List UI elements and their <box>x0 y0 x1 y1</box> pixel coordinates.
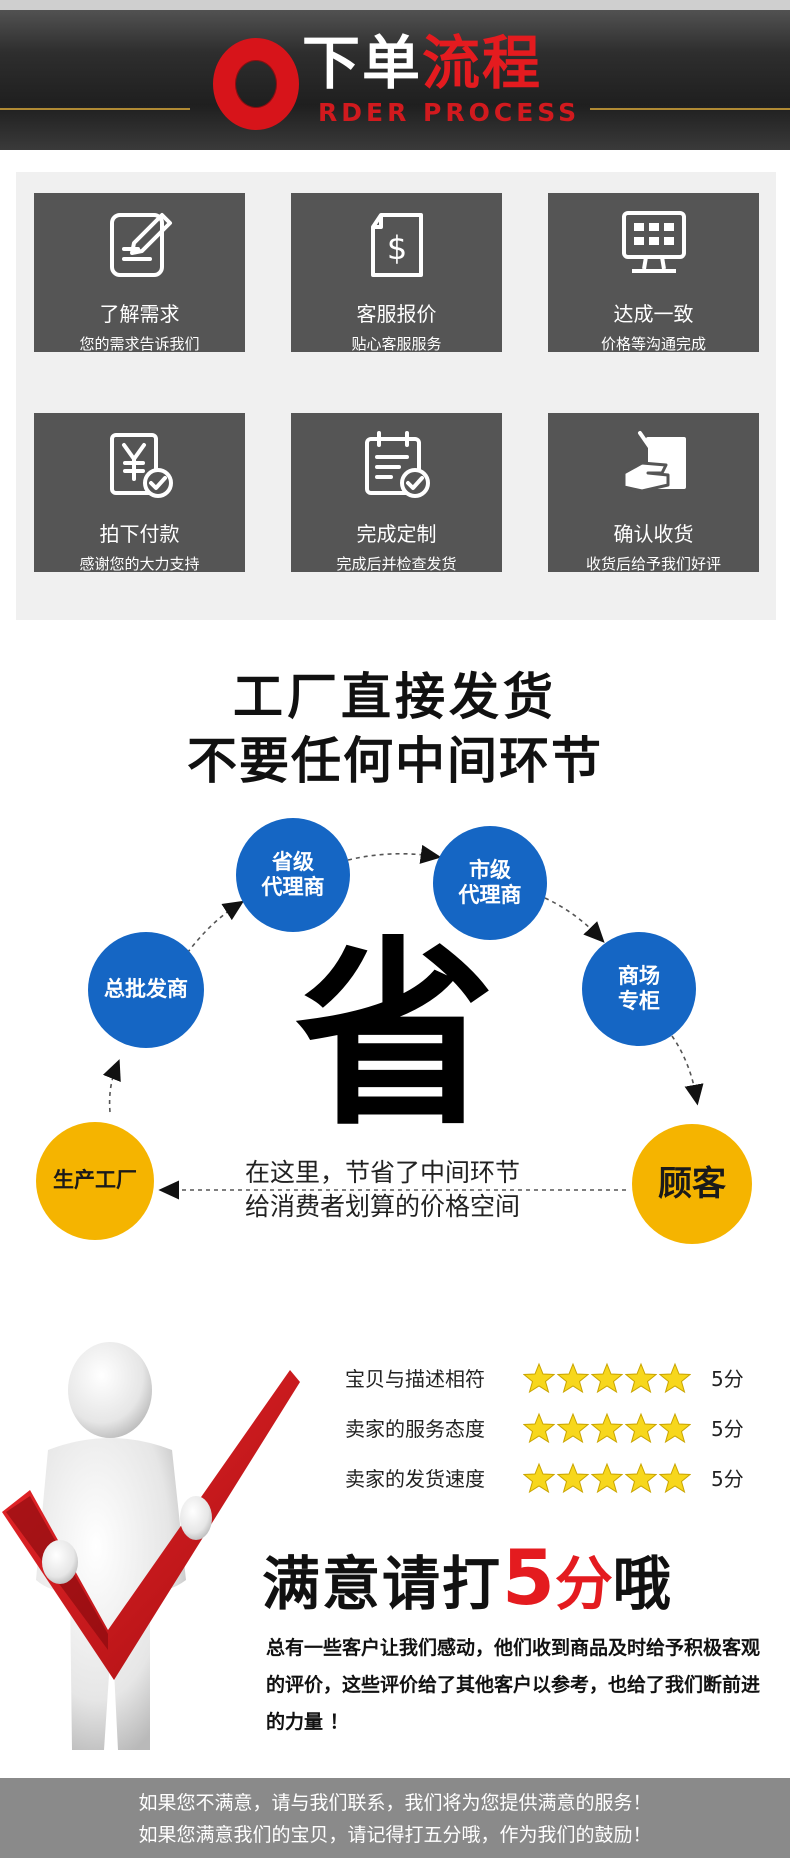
footer-line-1: 如果您不满意，请与我们联系，我们将为您提供满意的服务！ <box>138 1792 652 1814</box>
star-icon <box>523 1462 555 1494</box>
arrow-mall-to-customer <box>671 1035 704 1106</box>
star-icon <box>557 1412 589 1444</box>
thanks-paragraph: 总有一些客户让我们感动，他们收到商品及时给予积极客观的评价，这些评价给了其他客户… <box>266 1637 761 1733</box>
star-icon <box>625 1462 657 1494</box>
rating-stars <box>523 1412 695 1446</box>
big-o-logo <box>213 38 299 130</box>
footer-banner: 如果您不满意，请与我们联系，我们将为您提供满意的服务！ 如果您满意我们的宝贝，请… <box>0 1778 790 1858</box>
footer-line-2: 如果您满意我们的宝贝，请记得打五分哦，作为我们的鼓励！ <box>138 1824 652 1846</box>
yuan-check-icon <box>104 429 176 501</box>
step-title: 了解需求 <box>99 302 180 326</box>
star-icon <box>591 1362 623 1394</box>
cash-register-icon <box>618 209 690 281</box>
star-icon <box>659 1362 691 1394</box>
step-title: 完成定制 <box>356 522 437 546</box>
step-title: 客服报价 <box>356 302 437 326</box>
step-card-receive: 确认收货 收货后给予我们好评 <box>548 413 759 573</box>
satisfaction-slogan: 满意请打5分哦 <box>262 1536 782 1620</box>
node-provincial-line1: 省级 <box>272 849 314 874</box>
slogan-unit: 分 <box>554 1550 613 1618</box>
rating-score: 5分 <box>711 1467 744 1491</box>
node-factory-label: 生产工厂 <box>53 1168 137 1193</box>
node-wholesale: 总批发商 <box>88 932 204 1048</box>
node-city-line1: 市级 <box>469 857 511 882</box>
star-icon <box>557 1462 589 1494</box>
step-desc: 贴心客服服务 <box>351 335 442 353</box>
rating-row-service: 卖家的服务态度 5分 <box>345 1412 765 1448</box>
rating-label: 卖家的发货速度 <box>345 1467 485 1491</box>
step-card-payment: 拍下付款 感谢您的大力支持 <box>34 413 245 573</box>
step-desc: 感谢您的大力支持 <box>79 555 200 573</box>
save-note-line1: 在这里，节省了中间环节 <box>245 1158 521 1187</box>
step-card-customize: 完成定制 完成后并检查发货 <box>291 413 502 573</box>
star-icon <box>659 1462 691 1494</box>
factory-heading-1: 工厂直接发货 <box>233 668 557 726</box>
rating-stars <box>523 1362 695 1396</box>
star-icon <box>625 1362 657 1394</box>
banner-subtitle: RDER PROCESS <box>318 98 581 127</box>
arrow-provincial-to-city <box>347 844 442 864</box>
slogan-number: 5 <box>502 1533 555 1622</box>
step-desc: 价格等沟通完成 <box>600 335 706 353</box>
step-card-agreement: 达成一致 价格等沟通完成 <box>548 193 759 353</box>
star-icon <box>659 1412 691 1444</box>
node-mall-line1: 商场 <box>618 963 660 988</box>
banner-title-red: 流程 <box>422 29 543 97</box>
banner-rule-right <box>590 108 790 110</box>
star-icon <box>591 1462 623 1494</box>
save-character: 省 <box>294 920 495 1153</box>
star-icon <box>591 1412 623 1444</box>
rating-stars <box>523 1462 695 1496</box>
node-customer: 顾客 <box>632 1124 752 1244</box>
figure-with-checkmark <box>2 1342 300 1750</box>
edit-note-icon <box>104 209 176 281</box>
star-icon <box>523 1362 555 1394</box>
rating-label: 宝贝与描述相符 <box>345 1367 485 1391</box>
svg-text:$: $ <box>387 229 407 267</box>
arrow-factory-to-wholesale <box>102 1059 121 1113</box>
step-title: 达成一致 <box>613 302 694 326</box>
header-banner: 下单流程 RDER PROCESS <box>0 0 790 150</box>
node-mall-line2: 专柜 <box>618 989 660 1013</box>
node-provincial-agent: 省级 代理商 <box>236 818 350 932</box>
factory-heading-2: 不要任何中间环节 <box>187 732 603 790</box>
node-factory: 生产工厂 <box>36 1122 154 1240</box>
banner-title-white: 下单 <box>302 29 423 97</box>
rating-label: 卖家的服务态度 <box>345 1417 485 1441</box>
step-card-requirement: 了解需求 您的需求告诉我们 <box>34 193 245 353</box>
order-steps-panel: 了解需求 您的需求告诉我们 $ 客服报价 贴心客服服务 <box>16 172 776 620</box>
node-city-line2: 代理商 <box>458 883 522 907</box>
node-mall-counter: 商场 专柜 <box>582 932 696 1046</box>
star-icon <box>523 1412 555 1444</box>
step-title: 确认收货 <box>613 522 694 546</box>
calendar-check-icon <box>361 429 433 501</box>
rating-score: 5分 <box>711 1417 744 1441</box>
hand-box-icon <box>618 429 690 501</box>
step-desc: 您的需求告诉我们 <box>79 335 200 353</box>
dollar-document-icon: $ <box>361 209 433 281</box>
save-note-line2: 给消费者划算的价格空间 <box>245 1192 521 1221</box>
node-provincial-line2: 代理商 <box>261 875 325 899</box>
step-desc: 收货后给予我们好评 <box>585 555 721 573</box>
node-wholesale-label: 总批发商 <box>104 977 188 1002</box>
rating-row-description: 宝贝与描述相符 5分 <box>345 1362 765 1398</box>
step-card-quote: $ 客服报价 贴心客服服务 <box>291 193 502 353</box>
slogan-part-a: 满意请打 <box>262 1550 503 1618</box>
step-desc: 完成后并检查发货 <box>336 555 457 573</box>
step-title: 拍下付款 <box>99 522 180 546</box>
rating-row-shipping: 卖家的发货速度 5分 <box>345 1462 765 1498</box>
star-icon <box>625 1412 657 1444</box>
rating-score: 5分 <box>711 1367 744 1391</box>
node-customer-label: 顾客 <box>658 1163 726 1204</box>
slogan-part-d: 哦 <box>612 1550 671 1618</box>
banner-rule-left <box>0 108 190 110</box>
banner-title: 下单流程 <box>302 30 542 96</box>
arrow-city-to-mall <box>544 897 605 943</box>
star-icon <box>557 1362 589 1394</box>
node-city-agent: 市级 代理商 <box>433 826 547 940</box>
